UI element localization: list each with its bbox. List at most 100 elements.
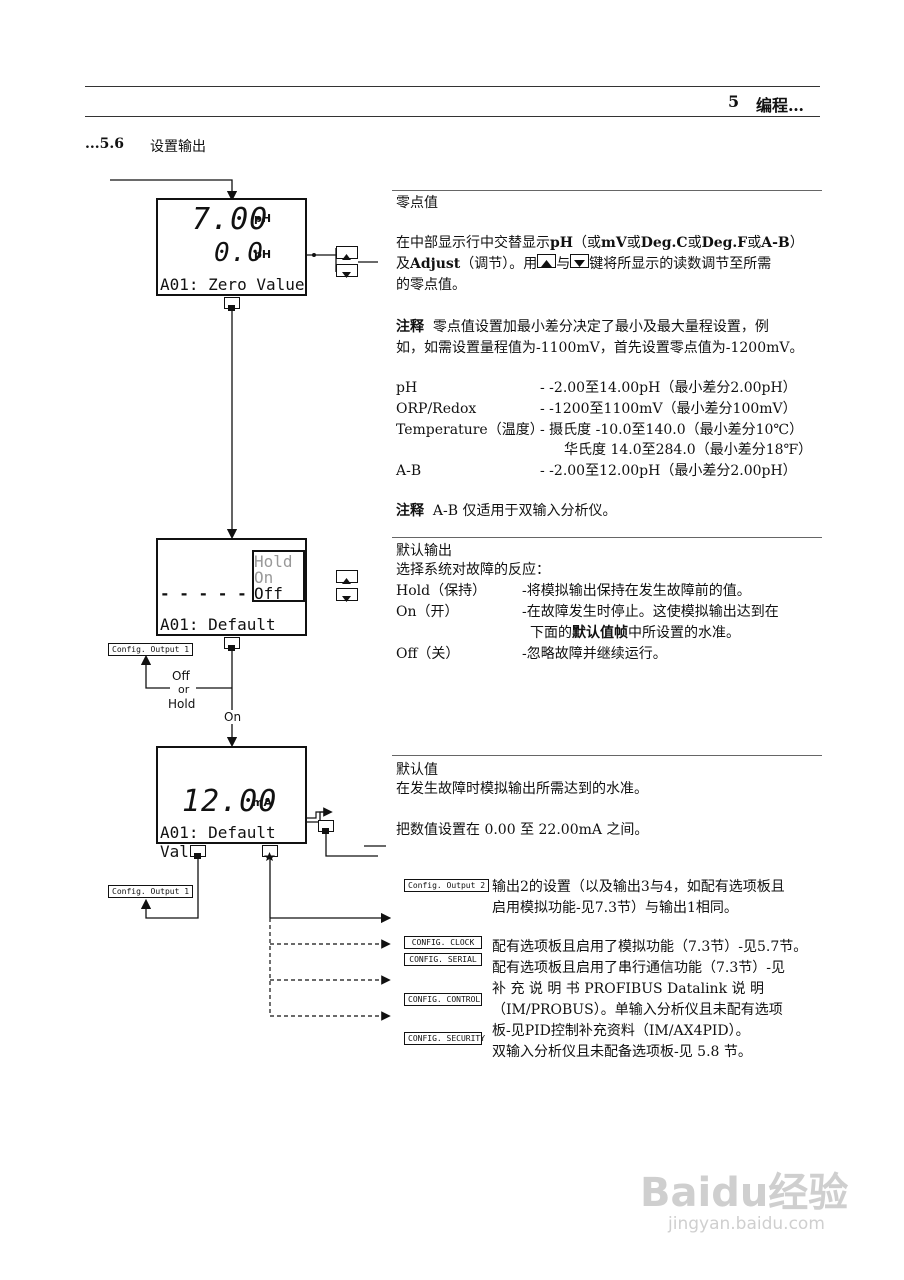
- range-value-4: - -2.00至12.00pH（最小差分2.00pH）: [540, 463, 797, 479]
- triangle-down-icon: [342, 596, 351, 602]
- text: A-B 仅适用于双输入分析仪。: [432, 503, 617, 519]
- config-text-line1: 配有选项板且启用了模拟功能（7.3节）-见5.7节。: [492, 939, 808, 955]
- side-key[interactable]: [318, 820, 334, 834]
- enter-icon: [194, 853, 201, 859]
- zero-value-note-line1: 注释 零点值设置加最小差分决定了最小及最大量程设置，例: [396, 317, 769, 338]
- range-name-1: ORP/Redox: [396, 401, 477, 417]
- default-item-desc-2: -忽略故障并继续运行。: [522, 646, 667, 662]
- text-bold: Deg.F: [701, 235, 748, 251]
- config-serial-tag[interactable]: CONFIG. SERIAL: [404, 953, 482, 966]
- down-key[interactable]: [336, 588, 358, 602]
- text: 下面的: [530, 625, 572, 641]
- note-label: 注释: [396, 503, 424, 519]
- text-bold: Deg.C: [640, 235, 688, 251]
- text: 在中部显示行中交替显示: [396, 235, 550, 251]
- lcd-unit: mA: [252, 796, 272, 809]
- up-key[interactable]: [336, 246, 358, 260]
- lcd-default-val: 12.00 mA A01: Default Val: [156, 746, 307, 861]
- chapter-number: 5: [728, 92, 740, 111]
- text: 及: [396, 256, 410, 272]
- config-output1-tag[interactable]: Config. Output 1: [108, 643, 194, 656]
- heading-zero-value: 零点值: [396, 195, 438, 211]
- up-key-icon: [537, 254, 557, 268]
- heading-default: 默认输出: [396, 543, 452, 559]
- lcd-top-reading: 7.00: [192, 202, 269, 237]
- text-bold: mV: [601, 235, 627, 251]
- text: 与: [556, 256, 571, 272]
- config-clock-tag[interactable]: CONFIG. CLOCK: [404, 936, 482, 949]
- config-text-line4: （IM/PROBUS）。单输入分析仪且未配有选项: [492, 1002, 783, 1018]
- branch-off-label: Off: [172, 669, 190, 683]
- lcd-option-on: On: [254, 568, 274, 587]
- output2-text-line2: 启用模拟功能-见7.3节）与输出1相同。: [492, 900, 738, 916]
- default-intro: 选择系统对故障的反应：: [396, 562, 550, 578]
- config-text-line5: 板-见PID控制补充资料（IM/AX4PID）。: [492, 1023, 750, 1039]
- star-key[interactable]: [262, 845, 278, 861]
- range-value-0: - -2.00至14.00pH（最小差分2.00pH）: [540, 380, 797, 396]
- text: 零点值设置加最小差分决定了最小及最大量程设置，例: [432, 319, 769, 335]
- enter-key[interactable]: [224, 297, 240, 311]
- default-item-desc-0: -将模拟输出保持在发生故障前的值。: [522, 583, 751, 599]
- header-rule-top: [85, 86, 820, 87]
- range-value-2: - 摄氏度 -10.0至140.0（最小差分10℃）: [540, 422, 804, 438]
- text: 或: [747, 235, 762, 251]
- section-title: 设置输出: [150, 139, 206, 155]
- lcd-frame-label: A01: Default: [160, 615, 276, 634]
- lcd-mid-reading: 0.0: [214, 238, 264, 268]
- range-value-3: 华氏度 14.0至284.0（最小差分18℉）: [564, 442, 813, 458]
- default-val-p2: 把数值设置在 0.00 至 22.00mA 之间。: [396, 822, 649, 838]
- default-item-name-1: On（开）: [396, 604, 459, 620]
- config-security-tag[interactable]: CONFIG. SECURITY: [404, 1032, 485, 1045]
- baidu-watermark-logo: Baidu经验: [640, 1170, 849, 1216]
- config-output2-tag[interactable]: Config. Output 2: [404, 879, 490, 892]
- lcd-zero-value: 7.00 pH 0.0 pH A01: Zero Value: [156, 198, 307, 296]
- range-name-0: pH: [396, 380, 418, 396]
- default-item-desc-1: -在故障发生时停止。这使模拟输出达到在: [522, 604, 779, 620]
- text: 中所设置的水准。: [628, 625, 740, 641]
- zero-value-note2: 注释 A-B 仅适用于双输入分析仪。: [396, 501, 617, 522]
- lcd-dashes: - - - - -: [160, 584, 247, 603]
- range-value-1: - -1200至1100mV（最小差分100mV）: [540, 401, 797, 417]
- branch-hold-label: Hold: [168, 697, 196, 711]
- default-val-p1: 在发生故障时模拟输出所需达到的水准。: [396, 781, 648, 797]
- text-bold: A-B: [761, 235, 790, 251]
- zero-value-note-line2: 如，如需设置量程值为-1100mV，首先设置零点值为-1200mV。: [396, 340, 804, 356]
- baidu-watermark-url: jingyan.baidu.com: [668, 1214, 825, 1234]
- lcd-reading: 12.00: [182, 784, 278, 819]
- lcd-frame-label: A01: Zero Value: [160, 275, 305, 294]
- config-output1-tag[interactable]: Config. Output 1: [108, 885, 194, 898]
- star-icon: [264, 852, 275, 861]
- lcd-mid-unit: pH: [254, 248, 272, 261]
- zero-value-paragraph-line3: 的零点值。: [396, 277, 466, 293]
- text-bold: 默认值帧: [572, 625, 628, 641]
- triangle-down-icon: [342, 272, 351, 278]
- output2-text-line1: 输出2的设置（以及输出3与4，如配有选项板且: [492, 879, 785, 895]
- lcd-frame-label: A01: Default Val: [160, 823, 276, 861]
- config-text-line6: 双输入分析仪且未配备选项板-见 5.8 节。: [492, 1044, 752, 1060]
- enter-key[interactable]: [224, 637, 240, 651]
- enter-icon: [228, 645, 235, 651]
- config-control-tag[interactable]: CONFIG. CONTROL: [404, 993, 482, 1006]
- chapter-title: 编程…: [756, 96, 805, 115]
- branch-on-label: On: [224, 710, 242, 724]
- text: 或: [626, 235, 641, 251]
- text: ）: [789, 235, 804, 251]
- text: （调节）。用: [460, 256, 538, 272]
- branch-or-label: or: [178, 683, 190, 696]
- down-key[interactable]: [336, 264, 358, 278]
- section-number: ...5.6: [85, 136, 124, 152]
- text-bold: Adjust: [410, 256, 461, 272]
- lcd-option-off: Off: [254, 584, 283, 603]
- zero-value-paragraph-line1: 在中部显示行中交替显示pH（或mV或Deg.C或Deg.F或A-B）: [396, 233, 804, 254]
- lcd-top-unit: pH: [254, 212, 272, 225]
- heading-default-val: 默认值: [396, 762, 438, 778]
- up-key[interactable]: [336, 570, 358, 584]
- enter-key[interactable]: [190, 845, 206, 859]
- text: （或: [573, 235, 602, 251]
- zero-value-paragraph-line2: 及Adjust（调节）。用与键将所显示的读数调节至所需: [396, 254, 771, 275]
- lcd-option-box: [252, 550, 305, 602]
- enter-icon: [228, 305, 235, 311]
- rule-default-val: [392, 755, 822, 756]
- rule-default: [392, 537, 822, 538]
- default-item-desc-1-line2: 下面的默认值帧中所设置的水准。: [530, 623, 740, 644]
